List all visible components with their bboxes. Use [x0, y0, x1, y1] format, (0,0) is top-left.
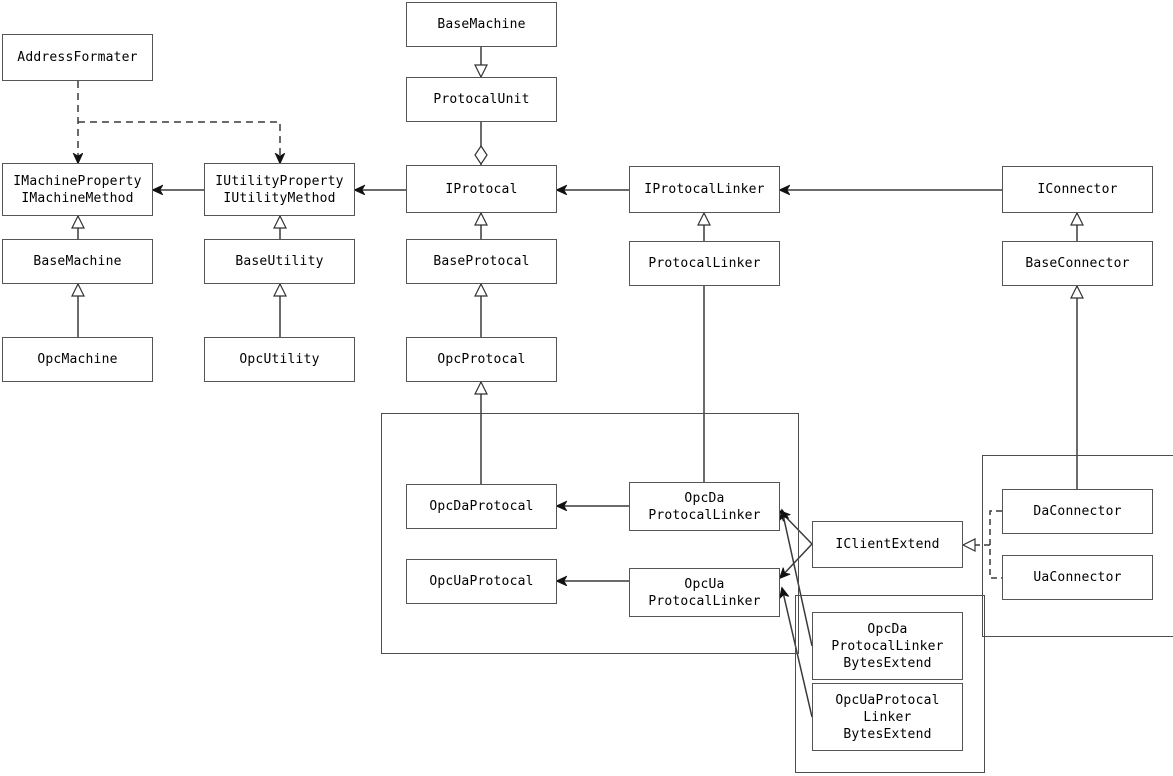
class-box-opcua-protocal[interactable]: OpcUaProtocal [406, 559, 557, 604]
class-box-opcda-protocal-linker[interactable]: OpcDa ProtocalLinker [629, 482, 780, 531]
class-box-protocal-linker[interactable]: ProtocalLinker [629, 241, 780, 286]
class-box-base-machine-top[interactable]: BaseMachine [406, 2, 557, 47]
class-box-opcda-protocal[interactable]: OpcDaProtocal [406, 484, 557, 529]
class-box-opc-protocal[interactable]: OpcProtocal [406, 337, 557, 382]
class-box-opcua-protocal-linker[interactable]: OpcUa ProtocalLinker [629, 568, 780, 617]
class-box-da-connector[interactable]: DaConnector [1002, 489, 1153, 534]
class-box-iconnector[interactable]: IConnector [1002, 166, 1153, 213]
class-box-protocal-unit[interactable]: ProtocalUnit [406, 77, 557, 122]
group-protocal-impl [381, 413, 799, 654]
edge-addressformater-iutilityproperty [78, 121, 280, 163]
class-box-base-utility[interactable]: BaseUtility [204, 239, 355, 284]
group-bytes-extend [795, 595, 985, 773]
class-box-iclient-extend[interactable]: IClientExtend [812, 521, 963, 568]
class-box-iprotocal[interactable]: IProtocal [406, 165, 557, 213]
class-box-opcua-protocal-linker-bytes-extend[interactable]: OpcUaProtocal Linker BytesExtend [812, 683, 963, 751]
class-box-iutility-property[interactable]: IUtilityProperty IUtilityMethod [204, 163, 355, 216]
class-box-opc-utility[interactable]: OpcUtility [204, 337, 355, 382]
class-box-imachine-property[interactable]: IMachineProperty IMachineMethod [2, 163, 153, 216]
class-box-base-protocal[interactable]: BaseProtocal [406, 239, 557, 284]
class-box-ua-connector[interactable]: UaConnector [1002, 555, 1153, 600]
group-connectors [982, 455, 1173, 637]
class-box-address-formater[interactable]: AddressFormater [2, 34, 153, 81]
class-box-opc-machine[interactable]: OpcMachine [2, 337, 153, 382]
class-box-opcda-protocal-linker-bytes-extend[interactable]: OpcDa ProtocalLinker BytesExtend [812, 612, 963, 680]
class-box-iprotocal-linker[interactable]: IProtocalLinker [629, 166, 780, 213]
class-box-base-machine-left[interactable]: BaseMachine [2, 239, 153, 284]
class-box-base-connector[interactable]: BaseConnector [1002, 241, 1153, 286]
